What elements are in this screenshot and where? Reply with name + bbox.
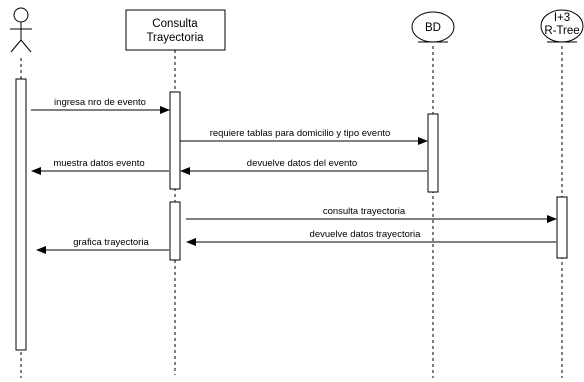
- rtree-activation: [556, 196, 568, 259]
- bd-activation: [427, 113, 439, 193]
- message-5: consulta trayectoria: [186, 206, 557, 223]
- message-4: devuelve datos del evento: [180, 158, 427, 175]
- message-6-label: devuelve datos trayectoria: [310, 229, 422, 240]
- consulta-participant: Consulta Trayectoria: [125, 9, 226, 51]
- consulta-label-line1: Consulta: [152, 18, 198, 30]
- message-1: ingresa nro de evento: [31, 97, 170, 114]
- consulta-activation-2: [169, 201, 181, 261]
- message-4-label: devuelve datos del evento: [247, 158, 357, 169]
- message-6: devuelve datos trayectoria: [186, 229, 556, 246]
- consulta-label-line2: Trayectoria: [146, 32, 204, 44]
- message-5-label: consulta trayectoria: [323, 206, 406, 217]
- message-7-label: grafica trayectoria: [73, 237, 149, 248]
- bd-label: BD: [425, 22, 441, 34]
- rtree-label-line1: I+3: [554, 12, 570, 24]
- rtree-label-line2: R-Tree: [544, 25, 579, 37]
- message-1-label: ingresa nro de evento: [54, 97, 146, 108]
- message-3: muestra datos evento: [31, 158, 169, 175]
- bd-participant: BD: [411, 11, 455, 43]
- message-3-label: muestra datos evento: [53, 158, 144, 169]
- rtree-participant: I+3 R-Tree: [540, 9, 584, 43]
- actor-icon: [10, 7, 32, 53]
- consulta-activation-1: [169, 91, 181, 190]
- message-2-label: requiere tablas para domicilio y tipo ev…: [210, 128, 391, 139]
- actor-activation: [15, 78, 27, 351]
- message-2: requiere tablas para domicilio y tipo ev…: [180, 128, 428, 145]
- message-7: grafica trayectoria: [36, 237, 169, 254]
